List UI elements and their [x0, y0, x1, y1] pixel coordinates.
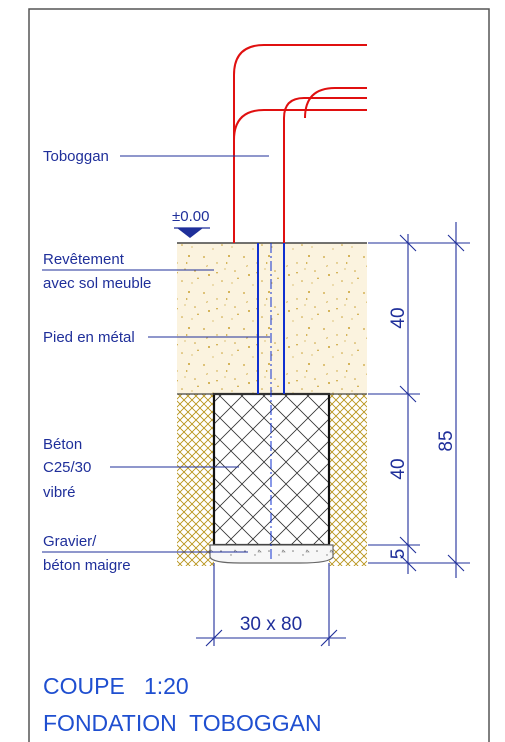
label-toboggan: Toboggan [43, 148, 109, 165]
label-gravier-1: Gravier/ [43, 533, 97, 550]
dim-total-depth: 85 [436, 430, 457, 451]
drawing-title-line2: FONDATION TOBOGGAN [43, 710, 322, 736]
label-revetement-1: Revêtement [43, 251, 125, 268]
label-gravier-2: béton maigre [43, 557, 131, 574]
dim-concrete-depth: 40 [388, 458, 409, 479]
slide-tubes [233, 44, 367, 243]
level-marker: ±0.00 [172, 208, 210, 238]
natural-soil-left [177, 394, 214, 566]
metal-post [257, 243, 285, 560]
natural-soil-right [329, 394, 367, 566]
label-revetement-2: avec sol meuble [43, 275, 151, 292]
horizontal-dimension [196, 563, 346, 647]
dim-soil-depth: 40 [388, 307, 409, 328]
label-beton-1: Béton [43, 436, 82, 453]
label-pied: Pied en métal [43, 329, 135, 346]
drawing-title-line1: COUPE 1:20 [43, 673, 189, 699]
dim-gravel-depth: 5 [388, 549, 409, 560]
leader-lines [42, 155, 270, 553]
soft-surface-layer [177, 243, 367, 394]
label-beton-2: C25/30 [43, 459, 91, 476]
vertical-dimensions [368, 222, 470, 578]
level-marker-text: ±0.00 [172, 208, 209, 225]
dim-footing-size: 30 x 80 [240, 614, 302, 635]
sheet-frame [28, 8, 490, 742]
label-beton-3: vibré [43, 484, 76, 501]
